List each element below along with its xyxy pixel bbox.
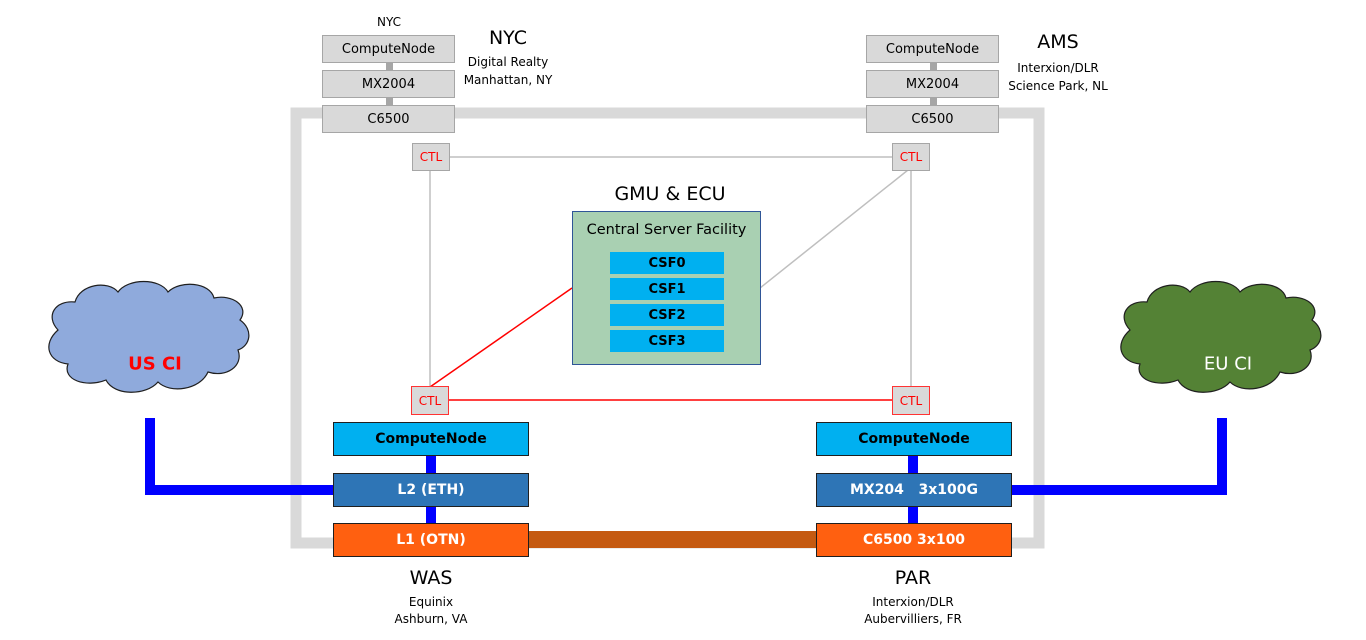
nyc-title: NYC — [488, 27, 528, 49]
ctl-link-was-csf — [429, 287, 573, 388]
par-ctl[interactable]: CTL — [892, 386, 930, 415]
ams-c6500[interactable]: C6500 — [866, 105, 999, 133]
ams-mx2004[interactable]: MX2004 — [866, 70, 999, 98]
par-mx204[interactable]: MX204 3x100G — [816, 473, 1012, 507]
ams-stack-connector — [930, 61, 937, 71]
nyc-stack-connector — [386, 61, 393, 71]
csf-server[interactable]: CSF2 — [610, 304, 724, 326]
otn-link — [527, 531, 819, 548]
was-l2-eth[interactable]: L2 (ETH) — [333, 473, 529, 507]
was-l1-otn[interactable]: L1 (OTN) — [333, 523, 529, 557]
us-ci-cloud — [48, 281, 250, 393]
csf-server[interactable]: CSF1 — [610, 278, 724, 300]
csf-server[interactable]: CSF0 — [610, 252, 724, 274]
par-subtitle-2: Aubervilliers, FR — [864, 612, 962, 626]
ams-title: AMS — [1037, 31, 1079, 53]
was-ctl[interactable]: CTL — [411, 386, 449, 415]
central-title: GMU & ECU — [614, 183, 726, 205]
eu-ci-ethernet-link — [1009, 418, 1227, 495]
us-ci-label: US CI — [128, 353, 182, 375]
par-title: PAR — [894, 567, 932, 589]
nyc-subtitle-1: Digital Realty — [467, 55, 549, 69]
csf-server[interactable]: CSF3 — [610, 330, 724, 352]
was-title: WAS — [409, 567, 453, 589]
ams-subtitle-1: Interxion/DLR — [1017, 61, 1099, 75]
central-facility-label: Central Server Facility — [586, 222, 747, 238]
was-subtitle-1: Equinix — [408, 595, 454, 609]
nyc-small-label: NYC — [376, 15, 402, 29]
ams-stack-connector — [930, 96, 937, 106]
nyc-c6500[interactable]: C6500 — [322, 105, 455, 133]
nyc-mx2004[interactable]: MX2004 — [322, 70, 455, 98]
eu-ci-label: EU CI — [1203, 353, 1253, 375]
eu-ci-cloud — [1120, 281, 1322, 393]
us-ci-ethernet-link — [145, 418, 334, 495]
was-computenode[interactable]: ComputeNode — [333, 422, 529, 456]
par-computenode[interactable]: ComputeNode — [816, 422, 1012, 456]
ams-subtitle-2: Science Park, NL — [1008, 79, 1108, 93]
nyc-ctl[interactable]: CTL — [412, 143, 450, 171]
ams-computenode[interactable]: ComputeNode — [866, 35, 999, 63]
par-subtitle-1: Interxion/DLR — [872, 595, 954, 609]
nyc-computenode[interactable]: ComputeNode — [322, 35, 455, 63]
nyc-subtitle-2: Manhattan, NY — [463, 73, 553, 87]
ctl-link-ams-csf — [759, 169, 909, 289]
nyc-stack-connector — [386, 96, 393, 106]
ams-ctl[interactable]: CTL — [892, 143, 930, 171]
was-subtitle-2: Ashburn, VA — [394, 612, 468, 626]
par-c6500[interactable]: C6500 3x100 — [816, 523, 1012, 557]
